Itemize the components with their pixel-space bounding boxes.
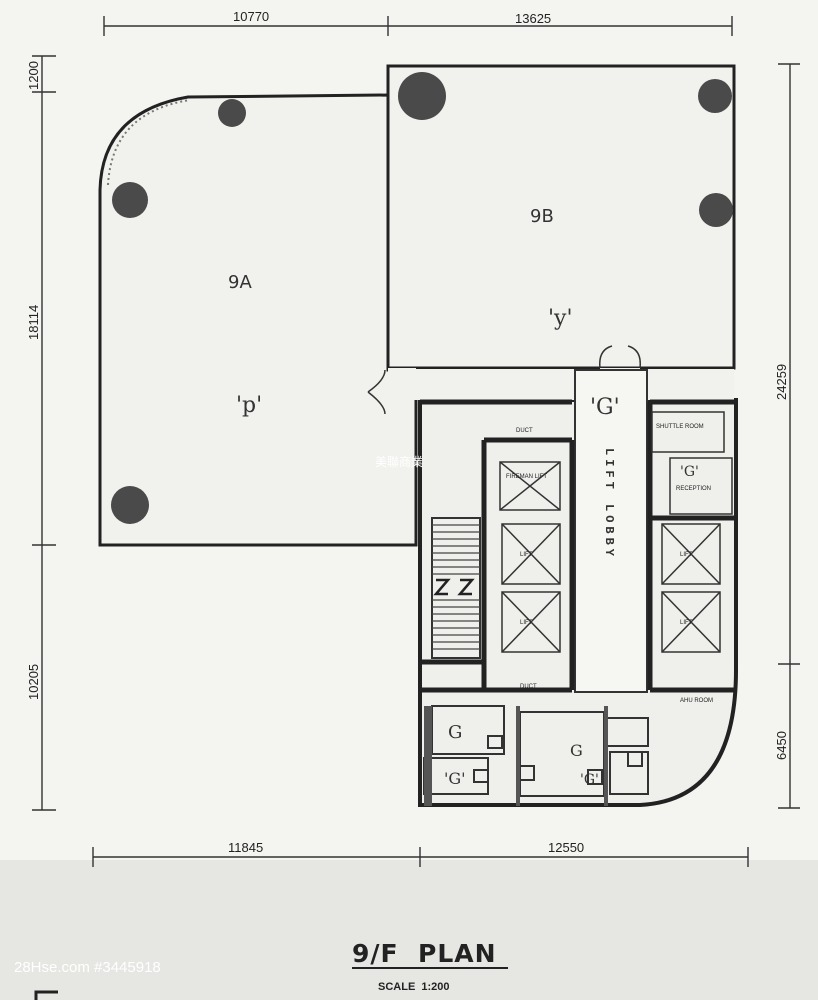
dim-right-upper: 24259 <box>774 364 789 400</box>
label-lift-lobby: LIFT LOBBY <box>602 448 616 560</box>
label-lift-3: LIFT <box>680 552 693 558</box>
label-duct-bottom: DUCT <box>520 684 537 690</box>
lift-shafts-right <box>661 523 721 653</box>
label-duct-top: DUCT <box>516 428 533 434</box>
reception-mark: 'G' <box>680 464 699 480</box>
dim-bottom-left: 11845 <box>228 840 263 855</box>
unit-9a-mark: 'p' <box>236 393 262 418</box>
watermark-source: 28Hse.com #3445918 <box>14 959 161 976</box>
toilet-mark-2: 'G' <box>444 769 466 788</box>
door-9a <box>367 369 386 415</box>
unit-9b-mark: 'y' <box>548 306 573 331</box>
toilet-mark-3: G <box>570 741 583 760</box>
label-reception: RECEPTION <box>676 486 711 492</box>
door-9b <box>599 345 641 369</box>
toilet-fill <box>424 706 608 806</box>
dim-top-right: 13625 <box>515 11 551 26</box>
dim-left-lower: 10205 <box>26 664 41 700</box>
label-fireman-lift: FIREMAN LIFT <box>506 474 547 480</box>
dimension-lines <box>32 16 800 867</box>
toilet-mark-4: 'G' <box>580 772 599 788</box>
label-shuttle-room: SHUTTLE ROOM <box>656 424 704 430</box>
dim-left-upper: 18114 <box>26 305 41 340</box>
bottom-shade <box>0 860 818 1000</box>
toilet-mark-1: G <box>448 722 462 743</box>
columns <box>111 72 733 524</box>
label-lift-2: LIFT <box>520 620 533 626</box>
lift-lobby-box <box>574 369 648 693</box>
label-ahu-room: AHU ROOM <box>680 698 713 704</box>
unit-9a-curtain-wall <box>107 99 191 186</box>
unit-9a-label: 9A <box>228 272 252 293</box>
unit-9b-label: 9B <box>530 206 554 227</box>
lift-shafts-left <box>499 461 561 653</box>
label-lift-1: LIFT <box>520 552 533 558</box>
label-lift-4: LIFT <box>680 620 693 626</box>
corner-mark <box>34 990 58 1000</box>
dim-right-lower: 6450 <box>774 731 789 760</box>
core-walls <box>420 399 734 693</box>
dim-left-small: 1200 <box>26 61 41 90</box>
plan-scale: SCALE 1:200 <box>378 981 450 993</box>
staircase <box>431 517 481 659</box>
watermark-brand: 美聯商業 <box>375 454 423 469</box>
dim-top-left: 10770 <box>233 9 269 24</box>
lobby-mark: 'G' <box>590 395 620 420</box>
plan-title: 9/F PLAN <box>352 939 497 968</box>
dim-bottom-right: 12550 <box>548 840 584 855</box>
unit-9a-outline <box>98 93 418 547</box>
unit-9b-outline <box>386 64 736 370</box>
